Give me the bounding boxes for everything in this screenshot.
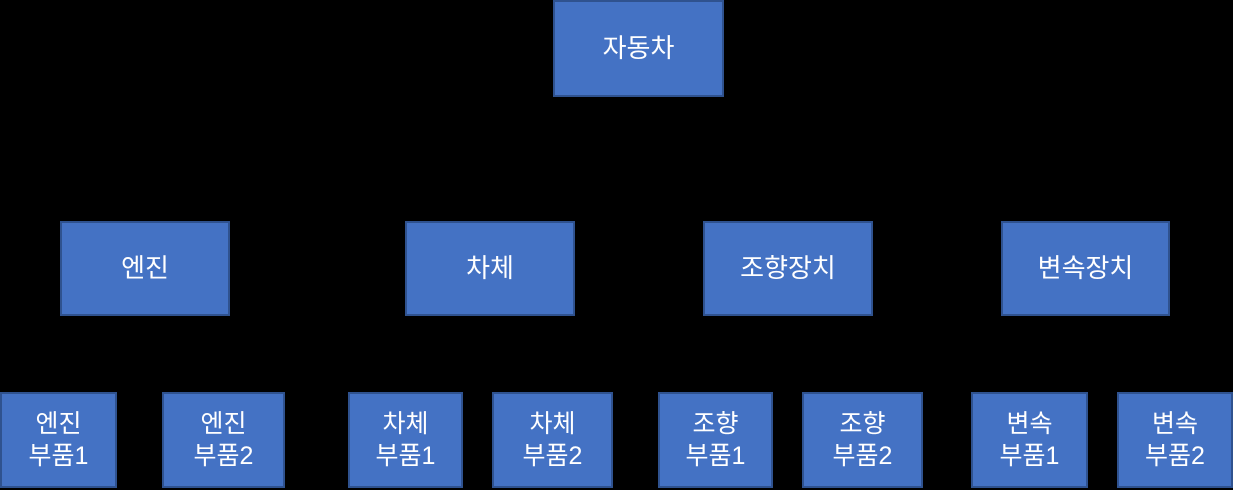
node-steering-system: 조향장치 xyxy=(703,221,873,316)
node-engine-part-1: 엔진 부품1 xyxy=(0,392,117,488)
node-body-part-2: 차체 부품2 xyxy=(492,392,613,488)
node-steering-part-2: 조향 부품2 xyxy=(802,392,923,488)
node-label: 엔진 부품2 xyxy=(193,410,254,470)
node-steering-part-1: 조향 부품1 xyxy=(658,392,773,488)
node-label: 조향 부품1 xyxy=(685,410,746,470)
node-label: 차체 부품2 xyxy=(522,410,583,470)
node-label: 차체 xyxy=(466,252,514,283)
node-engine: 엔진 xyxy=(60,221,230,316)
node-automobile: 자동차 xyxy=(553,0,724,97)
node-label: 엔진 부품1 xyxy=(28,410,89,470)
node-transmission-part-1: 변속 부품1 xyxy=(971,392,1088,488)
node-transmission-part-2: 변속 부품2 xyxy=(1117,392,1233,488)
node-car-body: 차체 xyxy=(405,221,575,316)
node-label: 엔진 xyxy=(121,252,169,283)
node-label: 변속장치 xyxy=(1037,252,1134,283)
node-label: 변속 부품1 xyxy=(999,410,1060,470)
node-label: 변속 부품2 xyxy=(1145,410,1205,470)
node-label: 조향 부품2 xyxy=(832,410,893,470)
node-label: 자동차 xyxy=(602,32,675,63)
node-label: 차체 부품1 xyxy=(375,410,436,470)
node-transmission-system: 변속장치 xyxy=(1001,221,1170,316)
node-body-part-1: 차체 부품1 xyxy=(348,392,463,488)
node-engine-part-2: 엔진 부품2 xyxy=(162,392,285,488)
node-label: 조향장치 xyxy=(740,252,836,283)
